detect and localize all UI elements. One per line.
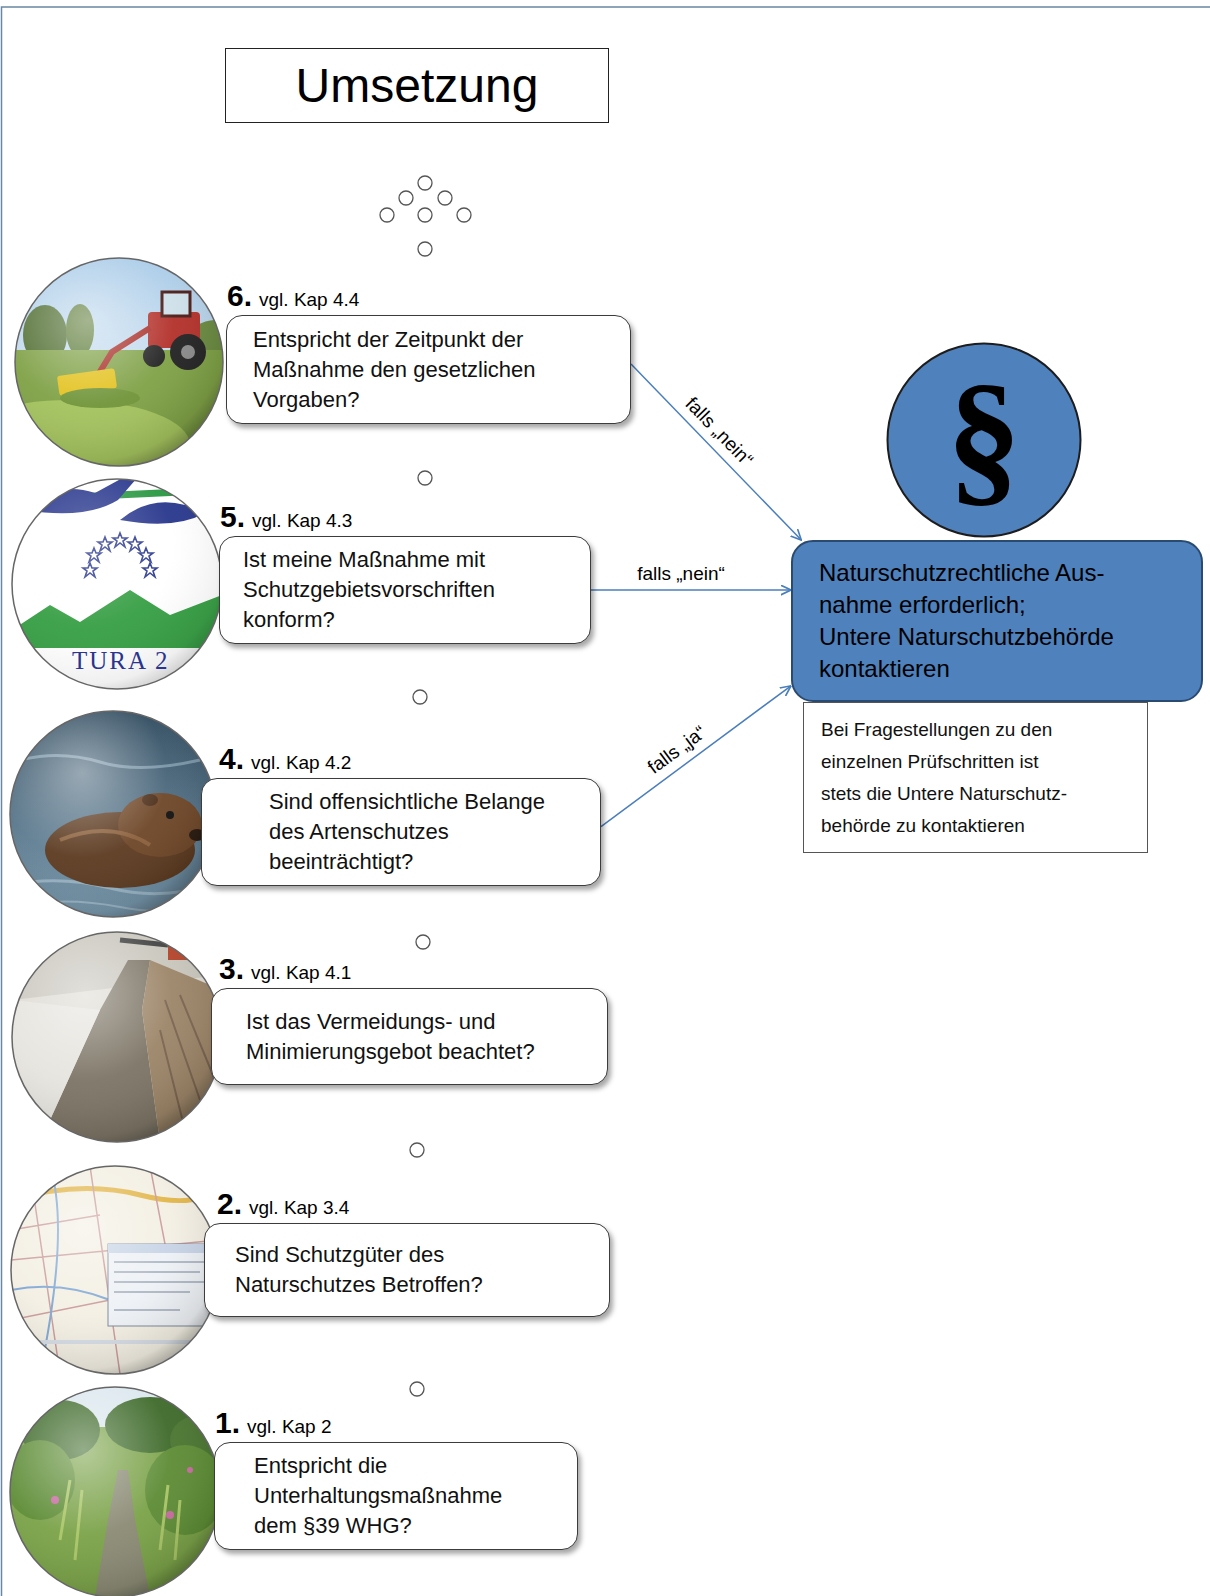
photo-outline-part [15,258,223,466]
step-heading: 1. vgl. Kap 2 [215,1406,332,1440]
edge-label: falls „nein“ [634,563,728,585]
chapter-reference: vgl. Kap 2 [247,1415,332,1439]
photo-beaver [10,711,216,917]
step-number: 6. [227,279,252,313]
step-heading: 2. vgl. Kap 3.4 [217,1187,349,1221]
arrow-connector [631,364,801,540]
logo-text: TURA 2 [72,648,169,674]
photo-outline-part [10,1387,220,1596]
photo-mowing-part [15,258,223,466]
trail-dots-part [410,1143,424,1157]
edge-label: falls „nein“ [679,391,760,474]
step-number: 3. [219,952,244,986]
chapter-reference: vgl. Kap 4.1 [251,961,351,985]
result-text: Naturschutzrechtliche Aus-nahme erforder… [819,557,1145,621]
page-frame-part [2,7,1210,1596]
photo-map-part [11,1166,219,1374]
step-heading: 6. vgl. Kap 4.4 [227,279,359,313]
trail-dots-part [418,471,432,485]
question-text: Entspricht die Unterhaltungsmaßnahme dem… [254,1451,527,1541]
question-text: Sind offensichtliche Belange des Artensc… [269,787,570,877]
photo-outline-part [12,932,222,1142]
photo-ditch-part [12,932,222,1142]
arrow-connector [601,686,791,827]
question-text: Ist meine Maßnahme mit Schutzgebietsvors… [243,545,578,635]
photo-natura-logo [12,463,222,689]
photo-beaver-part [10,711,216,917]
page-frame [2,7,1210,1596]
note-box: Bei Fragestellungen zu den einzelnen Prü… [803,702,1148,853]
chapter-reference: vgl. Kap 4.3 [252,509,352,533]
chapter-reference: vgl. Kap 3.4 [249,1196,349,1220]
result-box: Naturschutzrechtliche Aus-nahme erforder… [791,540,1203,702]
trail-dots-part [418,176,432,190]
photo-map-part [11,1166,219,1374]
photo-outline-part [12,479,222,689]
question-box: 4.vgl. Kap 4.2Sind offensichtliche Belan… [201,778,601,886]
trail-dots-part [416,935,430,949]
trail-dots-part [418,208,432,222]
photo-ditch [12,932,222,1142]
photo-outline-part [10,711,216,917]
trail-dots-part [457,208,471,222]
title-box: Umsetzung [225,48,609,123]
step-number: 5. [220,500,245,534]
arrow-connector [591,589,791,591]
photo-map-part [11,1166,219,1374]
photo-stream-part [10,1387,220,1596]
photo-mowing [0,258,240,490]
question-box: 2.vgl. Kap 3.4Sind Schutzgüter des Natur… [204,1223,610,1317]
photo-ditch-part [12,932,222,1142]
photo-stream [5,1387,230,1596]
step-heading: 3. vgl. Kap 4.1 [219,952,351,986]
step-heading: 5. vgl. Kap 4.3 [220,500,352,534]
trail-dots-part [410,1382,424,1396]
paragraph-circle: § [886,342,1082,538]
circle-shape [888,344,1081,537]
question-text: Entspricht der Zeitpunkt der Maßnahme de… [253,325,615,415]
trail-dots-part [438,191,452,205]
photo-map [11,1166,226,1374]
photo-beaver-part [10,711,216,917]
note-text: Bei Fragestellungen zu den einzelnen Prü… [821,714,1077,842]
photo-mowing-part [15,258,223,466]
question-box: 5.vgl. Kap 4.3Ist meine Maßnahme mit Sch… [219,536,591,644]
trail-dots-part [413,690,427,704]
photo-outline-part [11,1166,219,1374]
question-box: 1.vgl. Kap 2Entspricht die Unterhaltungs… [214,1442,578,1550]
paragraph-symbol: § [947,361,1022,511]
step-number: 2. [217,1187,242,1221]
photo-natura-logo-part [12,479,222,689]
question-text: Sind Schutzgüter des Naturschutzes Betro… [235,1240,569,1300]
step-number: 4. [219,742,244,776]
question-box: 3.vgl. Kap 4.1Ist das Vermeidungs- und M… [211,988,608,1085]
trail-dots-part [380,208,394,222]
question-text: Ist das Vermeidungs- und Minimierungsgeb… [246,1007,592,1067]
photo-outline [10,258,223,1596]
step-heading: 4. vgl. Kap 4.2 [219,742,351,776]
photo-natura-logo-part [12,479,222,689]
result-text: Untere Naturschutzbehörde kontaktieren [819,621,1145,685]
photo-stream-part [10,1387,220,1596]
step-number: 1. [215,1406,240,1440]
edge-label: falls „ja“ [641,720,712,781]
chapter-reference: vgl. Kap 4.4 [259,288,359,312]
chapter-reference: vgl. Kap 4.2 [251,751,351,775]
trail-dots-part [399,191,413,205]
trail-dots-part [418,242,432,256]
question-box: 6.vgl. Kap 4.4Entspricht der Zeitpunkt d… [226,315,631,424]
